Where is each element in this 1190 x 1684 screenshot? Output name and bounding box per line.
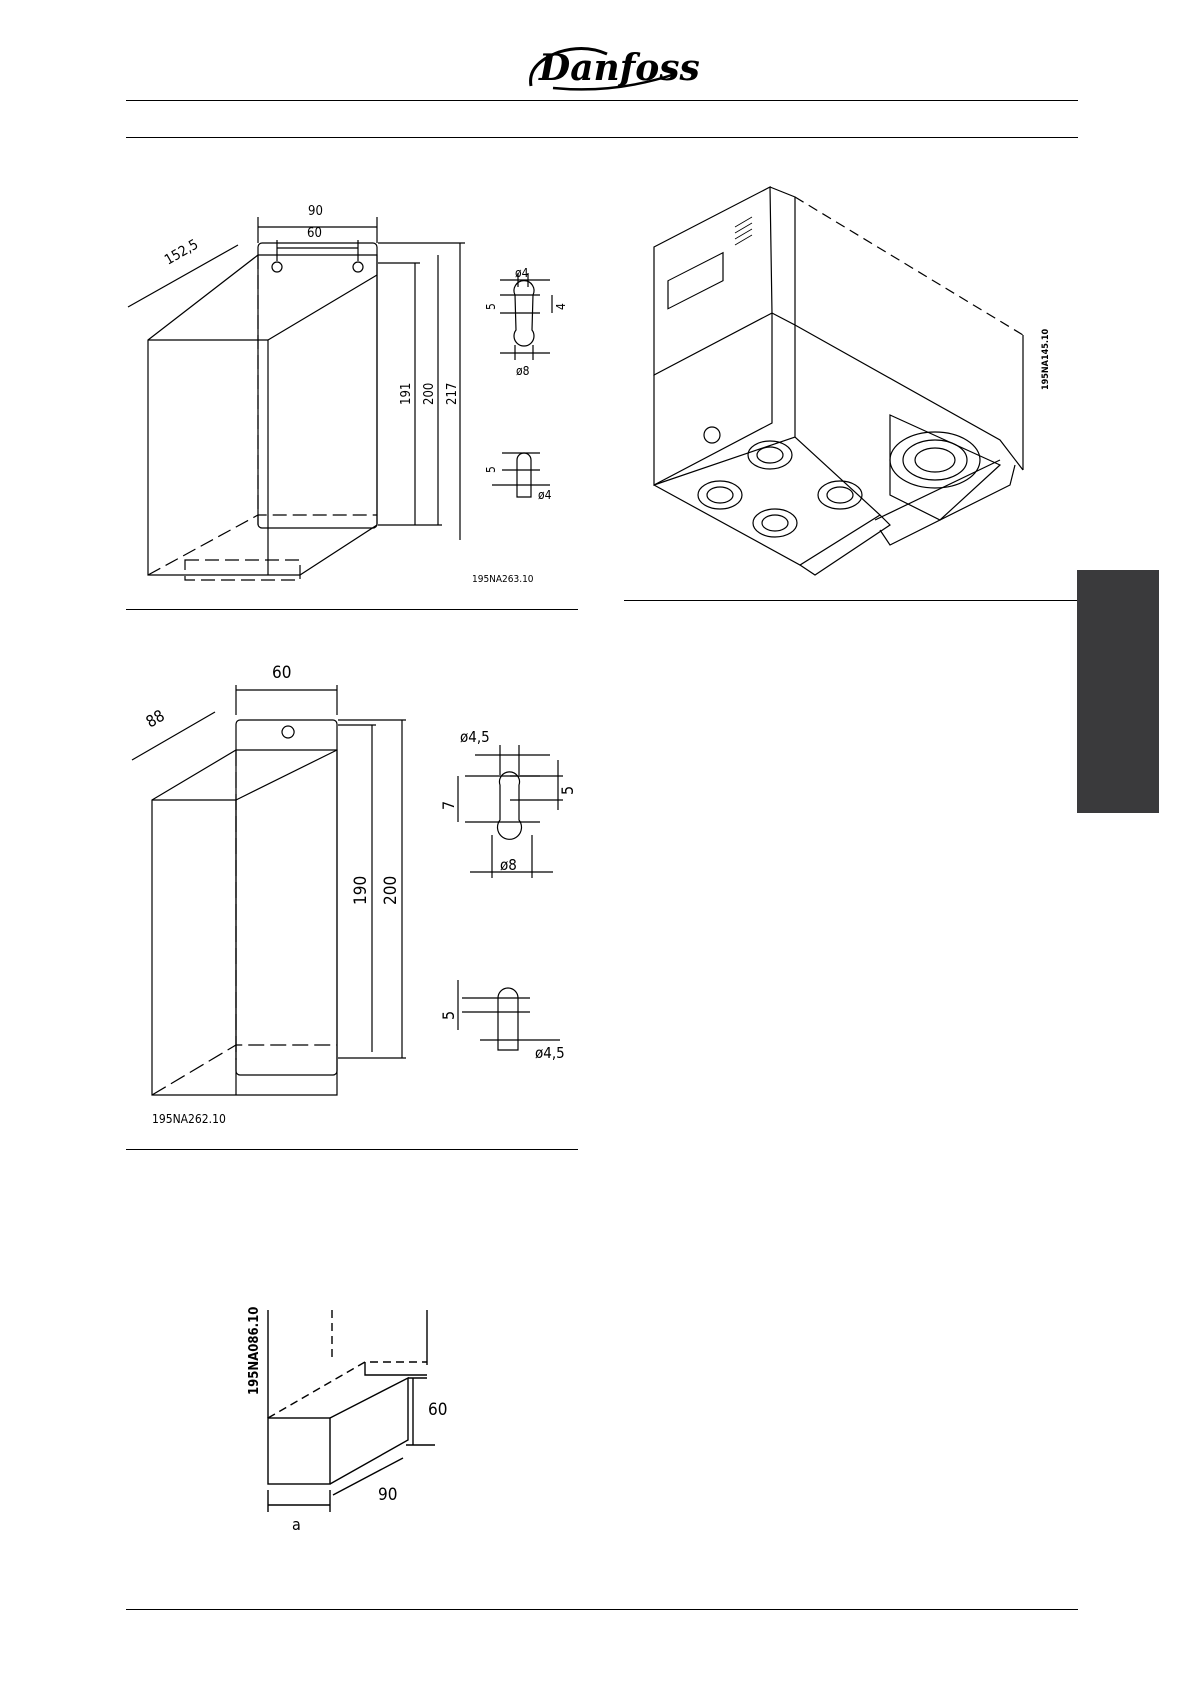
dim-width-outer: 90	[308, 204, 323, 219]
dim-hole-top-r: 4	[554, 303, 568, 310]
dim-hole-big-dia: ø8	[516, 364, 530, 378]
dim-depth: 152,5	[162, 237, 201, 269]
brand-wordmark: Danfoss	[538, 47, 700, 89]
dim-h1: 191	[399, 383, 414, 405]
header-rule-top	[126, 100, 1078, 101]
dim-height: 60	[428, 1400, 447, 1420]
dim-width: 60	[272, 663, 291, 683]
header-rule-bottom	[126, 137, 1078, 138]
dim-h1: 190	[351, 876, 371, 905]
dim-h2: 200	[422, 383, 437, 405]
dim-depth: 90	[378, 1485, 397, 1505]
dim-slot-dia: ø4,5	[535, 1044, 565, 1062]
dim-slot-dia: ø4	[538, 488, 552, 502]
figure-code: 195NA145.10	[1041, 328, 1051, 390]
dim-h2: 200	[381, 876, 401, 905]
dim-hole-top-h: 5	[484, 303, 498, 310]
figure-top-cover-labels: 195NA086.10 60 90 a	[240, 1300, 460, 1550]
figure-wall-mount-small-labels: 60 88 190 200 ø4,5 7 5 ø8 5 ø4,5 195NA26…	[120, 660, 590, 1130]
figure-code: 195NA262.10	[152, 1112, 226, 1126]
danfoss-logo: Danfoss	[525, 36, 685, 96]
section-rule-2	[126, 1149, 578, 1150]
dim-hole-big-dia: ø8	[500, 856, 517, 874]
chapter-tab	[1077, 570, 1159, 813]
figure-code: 195NA263.10	[472, 574, 534, 585]
dim-slot-h: 5	[439, 1011, 458, 1020]
figure-code: 195NA086.10	[247, 1307, 262, 1395]
dim-slot-h: 5	[484, 466, 498, 473]
section-rule-3	[624, 600, 1078, 601]
figure-wall-mount-large-labels: 90 60 152,5 191 200 217 ø4 5 4 ø8 5 ø4 1…	[120, 195, 590, 595]
dim-width: a	[292, 1515, 301, 1534]
dim-h3: 217	[445, 383, 460, 405]
dim-hole-top-dia: ø4,5	[460, 728, 490, 746]
dim-hole-r: 5	[558, 786, 577, 795]
section-rule-1	[126, 609, 578, 610]
footer-rule	[126, 1609, 1078, 1610]
dim-hole-h: 7	[439, 801, 458, 810]
figure-isometric-drive-label: 195NA145.10	[640, 175, 1080, 595]
dim-depth: 88	[143, 706, 168, 732]
dim-width-inner: 60	[307, 226, 322, 241]
dim-hole-top-dia: ø4	[515, 266, 529, 280]
